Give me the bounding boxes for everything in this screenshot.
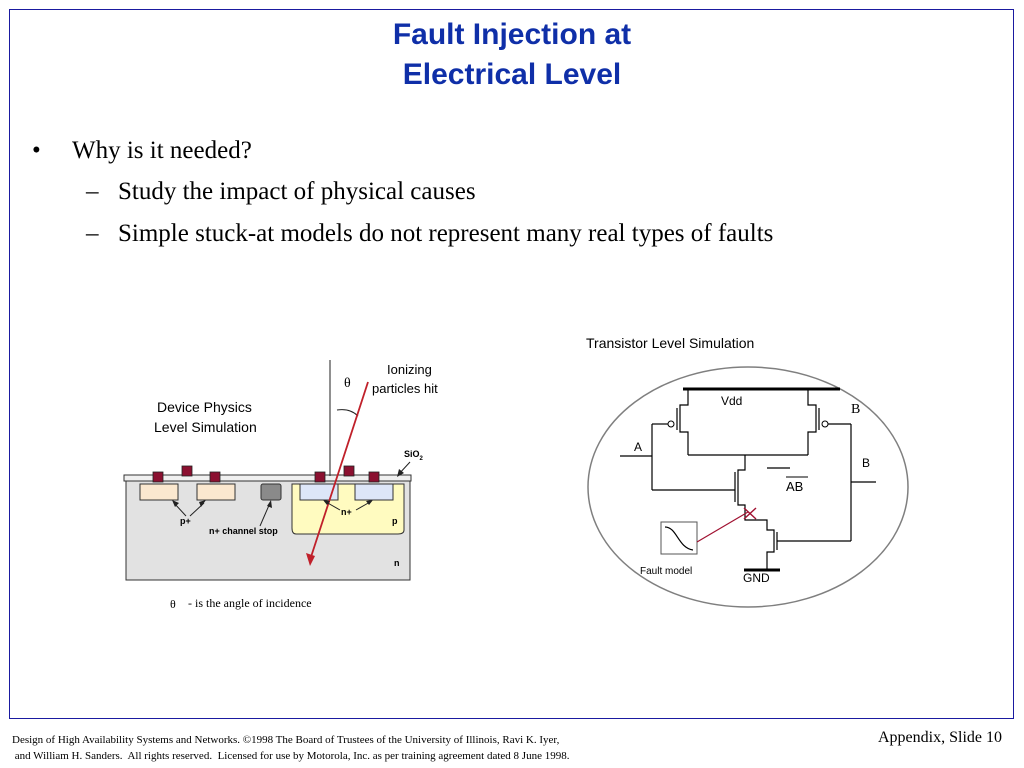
- n-plus-label: n+: [341, 507, 352, 517]
- slide-title-line-2: Electrical Level: [402, 58, 622, 91]
- p-plus-label: p+: [180, 516, 191, 526]
- p-plus-region-2: [196, 483, 236, 501]
- channel-stop-pointer-head: [267, 500, 272, 508]
- ab-output-label: AB: [786, 479, 804, 494]
- transistor-figure: [587, 366, 909, 608]
- theta-label: θ: [344, 376, 351, 391]
- channel-stop-region: [260, 483, 282, 501]
- fault-cross-2: [743, 507, 757, 520]
- sio2-layer: [123, 474, 412, 482]
- n-plus-pointer-1: [325, 501, 341, 511]
- vdd-label: Vdd: [721, 394, 743, 408]
- particle-track: [309, 381, 369, 561]
- fault-model-curve: [664, 526, 694, 551]
- input-b-top-label: B: [851, 402, 861, 417]
- fault-injection-line: [696, 511, 749, 543]
- gnd-label: GND: [743, 571, 770, 585]
- bullet-main: Why is it needed?: [72, 137, 252, 164]
- input-b-side-label: B: [862, 456, 871, 470]
- contact-1: [152, 471, 164, 483]
- sio2-subscript: 2: [419, 455, 423, 462]
- sub-bullet-dash-2: –: [86, 220, 99, 247]
- n-plus-region-1: [299, 483, 339, 501]
- fault-model-label: Fault model: [640, 566, 693, 577]
- contact-4: [314, 471, 326, 483]
- particle-arrowhead: [306, 553, 315, 566]
- channel-stop-pointer: [259, 502, 271, 527]
- n-substrate-label: n: [394, 558, 400, 568]
- n-plus-pointer-2: [355, 501, 371, 511]
- p-plus-pointer-2-head: [199, 500, 206, 507]
- angle-arc: [336, 409, 359, 417]
- device-label-line-1: Device Physics: [157, 399, 252, 415]
- pmos-a-channel: [679, 389, 689, 455]
- n-plus-pointer-2-head: [366, 500, 373, 505]
- sub-bullet-1: Study the impact of physical causes: [118, 178, 476, 205]
- sio2-pointer-head: [397, 469, 404, 477]
- p-well-label: p: [392, 516, 398, 526]
- contact-2: [181, 465, 193, 477]
- slide-number: Appendix, Slide 10: [878, 729, 1002, 746]
- footer-line-1: Design of High Availability Systems and …: [12, 734, 560, 746]
- slide-title-line-1: Fault Injection at: [392, 18, 632, 51]
- contact-3: [209, 471, 221, 483]
- device-physics-figure: [123, 360, 412, 581]
- caption-theta: θ: [170, 597, 176, 611]
- sub-bullet-2: Simple stuck-at models do not represent …: [118, 220, 774, 247]
- footer-line-2: and William H. Sanders. All rights reser…: [12, 750, 570, 762]
- pmos-a-bubble: [667, 420, 675, 428]
- p-plus-region-1: [139, 483, 179, 501]
- p-plus-pointer-1-head: [172, 500, 179, 507]
- n-plus-pointer-1-head: [323, 500, 330, 505]
- footer-copyright: Design of High Availability Systems and …: [12, 732, 569, 764]
- pmos-b-channel: [807, 389, 817, 455]
- channel-stop-label: n+ channel stop: [209, 526, 278, 536]
- contact-6: [368, 471, 380, 483]
- slide-frame: [9, 9, 1014, 719]
- bullet-marker: •: [32, 137, 41, 164]
- input-a-label: A: [634, 440, 643, 454]
- device-label-line-2: Level Simulation: [154, 419, 257, 435]
- transistor-ellipse: [587, 366, 909, 608]
- caption-text: - is the angle of incidence: [188, 596, 312, 610]
- sio2-text: SiO: [404, 449, 420, 459]
- sio2-label: SiO2: [404, 449, 423, 462]
- pmos-b-bubble: [821, 420, 829, 428]
- n-plus-region-2: [354, 483, 394, 501]
- contact-5: [343, 465, 355, 477]
- ionizing-label-line-2: particles hit: [372, 381, 438, 396]
- nmos-stack: [737, 455, 775, 570]
- ionizing-label-line-1: Ionizing: [387, 362, 432, 377]
- sub-bullet-dash-1: –: [86, 178, 99, 205]
- transistor-title: Transistor Level Simulation: [586, 335, 755, 351]
